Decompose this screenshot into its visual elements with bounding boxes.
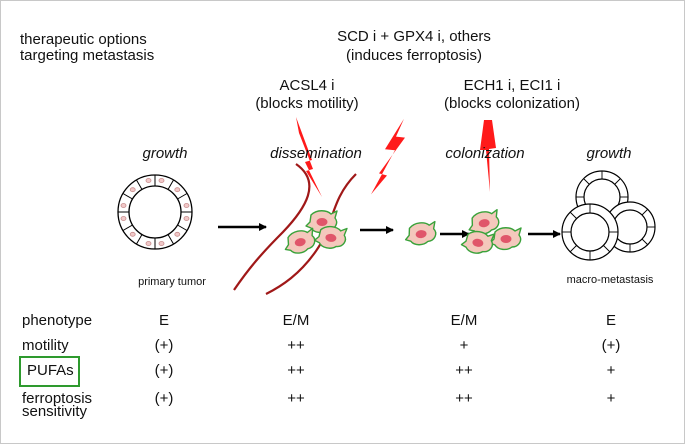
- phenotype-colonization: E/M: [450, 312, 478, 329]
- flow-arrows: [218, 223, 561, 238]
- lightning-bolts: [296, 117, 496, 197]
- primary-tumor-caption: primary tumor: [138, 276, 206, 288]
- options-heading-line1: therapeutic options: [20, 31, 147, 48]
- row-label-ferroptosis-line2: sensitivity: [22, 403, 88, 420]
- motility-metastasis: (+): [601, 337, 621, 354]
- phenotype-metastasis: E: [605, 312, 616, 329]
- motility-dissemination: ++: [287, 337, 305, 354]
- macro-metastasis-illustration: [561, 170, 656, 261]
- pufa-highlight-box: [19, 356, 80, 387]
- right-inhibitor-effect: (blocks colonization): [444, 95, 580, 112]
- ferroptosis-colonization: ++: [455, 390, 473, 407]
- macro-metastasis-caption: macro-metastasis: [566, 274, 654, 286]
- pufas-primary: (+): [154, 362, 174, 379]
- motility-colonization: +: [459, 337, 469, 354]
- stage-label-dissemination: dissemination: [270, 145, 362, 162]
- ferroptosis-dissemination: ++: [287, 390, 305, 407]
- blood-vessel: [233, 163, 357, 295]
- stage-label-growth-metastasis: growth: [586, 145, 632, 162]
- options-heading-line2: targeting metastasis: [20, 47, 155, 64]
- motility-primary: (+): [154, 337, 174, 354]
- row-label-phenotype: phenotype: [22, 312, 93, 329]
- row-label-pufas: PUFAs: [27, 362, 74, 379]
- center-inhibitor-label: SCD i + GPX4 i, others: [337, 28, 491, 45]
- pufas-metastasis: +: [606, 362, 616, 379]
- pufas-dissemination: ++: [287, 362, 305, 379]
- left-inhibitor-effect: (blocks motility): [255, 95, 359, 112]
- phenotype-dissemination: E/M: [282, 312, 310, 329]
- phenotype-primary: E: [158, 312, 169, 329]
- ferroptosis-metastasis: +: [606, 390, 616, 407]
- left-inhibitor-label: ACSL4 i: [279, 77, 335, 94]
- right-inhibitor-label: ECH1 i, ECI1 i: [463, 77, 561, 94]
- stage-label-growth-primary: growth: [142, 145, 188, 162]
- row-label-ferroptosis-line1: ferroptosis: [22, 390, 93, 407]
- row-label-motility: motility: [22, 337, 69, 354]
- stage-label-colonization: colonization: [445, 145, 525, 162]
- center-inhibitor-effect: (induces ferroptosis): [346, 47, 482, 64]
- primary-tumor-illustration: [117, 174, 193, 250]
- ferroptosis-primary: (+): [154, 390, 174, 407]
- pufas-colonization: ++: [455, 362, 473, 379]
